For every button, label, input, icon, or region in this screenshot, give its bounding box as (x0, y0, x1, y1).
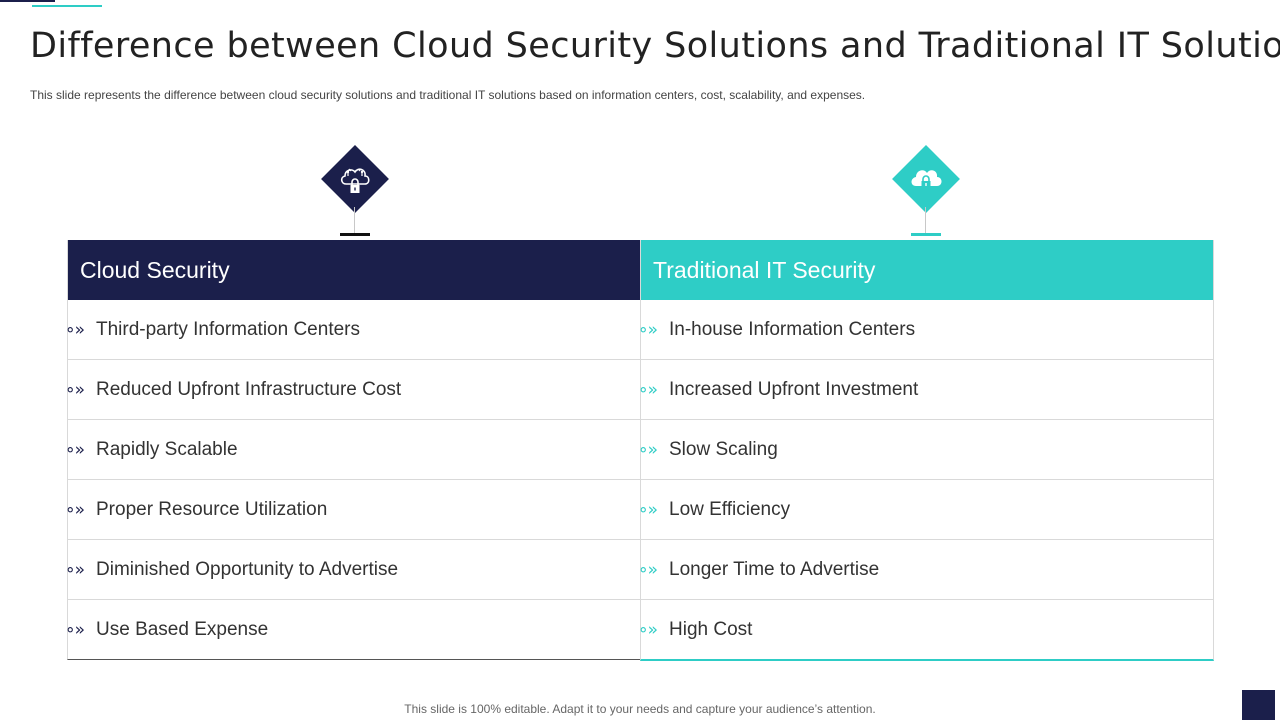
traditional-it-security-column: Traditional IT Security ∘» In-house Info… (638, 240, 1214, 661)
list-item: ∘» Low Efficiency (638, 480, 1213, 540)
cloud-security-column: Cloud Security ∘» Third-party Informatio… (65, 240, 641, 660)
list-item-label: High Cost (669, 619, 753, 640)
cloud-security-badge (315, 139, 415, 239)
double-chevron-bullet-icon: ∘» (638, 560, 658, 580)
top-accent-line (0, 0, 55, 2)
list-item: ∘» Third-party Information Centers (65, 300, 641, 360)
list-item: ∘» Longer Time to Advertise (638, 540, 1213, 600)
cloud-lock-icon (340, 168, 370, 193)
double-chevron-bullet-icon: ∘» (65, 560, 85, 580)
corner-accent-box (1242, 690, 1275, 720)
badge-stem (354, 207, 355, 233)
double-chevron-bullet-icon: ∘» (638, 320, 658, 340)
double-chevron-bullet-icon: ∘» (65, 500, 85, 520)
list-item-label: Reduced Upfront Infrastructure Cost (96, 379, 402, 400)
list-item: ∘» In-house Information Centers (638, 300, 1213, 360)
list-item-label: Proper Resource Utilization (96, 499, 328, 520)
list-item-label: Longer Time to Advertise (669, 559, 880, 580)
slide-title: Difference between Cloud Security Soluti… (30, 26, 1280, 66)
list-item: ∘» Rapidly Scalable (65, 420, 641, 480)
badge-cap (340, 233, 370, 236)
double-chevron-bullet-icon: ∘» (65, 320, 85, 340)
cloud-lock-icon (911, 170, 942, 188)
list-item-label: Rapidly Scalable (96, 439, 238, 460)
top-accent-line-teal (32, 5, 102, 7)
list-item: ∘» Reduced Upfront Infrastructure Cost (65, 360, 641, 420)
list-item-label: Use Based Expense (96, 619, 269, 640)
slide-subtitle: This slide represents the difference bet… (30, 88, 866, 102)
list-item-label: Diminished Opportunity to Advertise (96, 559, 399, 580)
list-item: ∘» Diminished Opportunity to Advertise (65, 540, 641, 600)
list-item: ∘» High Cost (638, 600, 1213, 659)
list-item-label: Slow Scaling (669, 439, 778, 460)
badge-stem (925, 207, 926, 233)
list-item-label: Third-party Information Centers (96, 319, 360, 340)
badge-cap (911, 233, 941, 236)
double-chevron-bullet-icon: ∘» (638, 380, 658, 400)
double-chevron-bullet-icon: ∘» (65, 380, 85, 400)
list-item: ∘» Use Based Expense (65, 600, 641, 659)
list-item-label: Increased Upfront Investment (669, 379, 919, 400)
double-chevron-bullet-icon: ∘» (638, 500, 658, 520)
list-item-label: Low Efficiency (669, 499, 791, 520)
list-item: ∘» Increased Upfront Investment (638, 360, 1213, 420)
traditional-it-badge (886, 139, 986, 239)
double-chevron-bullet-icon: ∘» (638, 620, 658, 640)
list-item: ∘» Proper Resource Utilization (65, 480, 641, 540)
double-chevron-bullet-icon: ∘» (65, 440, 85, 460)
list-item: ∘» Slow Scaling (638, 420, 1213, 480)
double-chevron-bullet-icon: ∘» (65, 620, 85, 640)
list-item-label: In-house Information Centers (669, 319, 916, 340)
slide-footer-note: This slide is 100% editable. Adapt it to… (404, 702, 876, 716)
column-header-traditional-it-security: Traditional IT Security (641, 240, 1213, 300)
double-chevron-bullet-icon: ∘» (638, 440, 658, 460)
column-header-cloud-security: Cloud Security (68, 240, 641, 300)
